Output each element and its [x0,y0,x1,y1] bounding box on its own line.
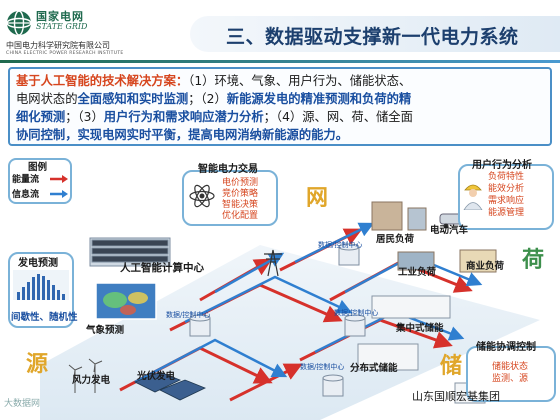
user-analysis-item-1: 负荷特性 [488,172,525,182]
solution-text-box: 基于人工智能的技术解决方案：（1）环境、气象、用户行为、储能状态、 电网状态的全… [8,67,552,146]
engineer-icon [463,184,483,210]
point-4-highlight: 协同控制，实现电网实时平衡，提高电网消纳新能源的能力。 [16,128,349,142]
gen-forecast-title: 发电预测 [18,258,58,269]
trading-title: 智能电力交易 [198,164,258,175]
user-analysis-item-2: 能效分析 [488,184,525,194]
storage-control-item-1: 储能状态 [492,362,529,372]
legend-info-arrow-icon [50,190,68,198]
user-analysis-item-3: 需求响应 [488,196,525,206]
state-grid-logo-icon [6,10,32,36]
source-char: 源 [26,351,49,377]
weather-label: 气象预测 [86,325,125,336]
forecast-curve-icon [13,270,69,300]
page-title: 三、数据驱动支撑新一代电力系统 [226,26,519,48]
data-center-label-3: 数据/控制中心 [334,309,379,317]
legend-energy-arrow-icon [50,175,68,183]
ev-label: 电动汽车 [430,225,469,236]
logo-text-en: STATE GRID [36,22,88,31]
header: 国家电网 STATE GRID 中国电力科学研究院有限公司 CHINA ELEC… [0,0,560,63]
title-band [190,16,560,52]
load-char: 荷 [522,247,545,273]
gen-forecast-footer: 间歇性、随机性 [11,312,78,323]
weather-map-image [95,282,157,320]
trading-item-4: 优化配置 [222,211,259,221]
trading-item-1: 电价预测 [222,178,259,188]
load-buildings [371,201,497,273]
point-4-prefix: ；（4）源、网、荷、储全面 [263,110,413,124]
commerce-label: 商业负荷 [466,261,505,272]
server-racks [89,237,171,267]
storage-char: 储 [440,353,463,379]
legend-info-label: 信息流 [12,190,40,200]
user-analysis-title: 用户行为分析 [472,160,532,171]
legend-title: 图例 [28,162,48,173]
solar-label: 光伏发电 [137,371,176,382]
ai-center-label: 人工智能计算中心 [120,262,204,274]
storage-control-item-2: 监测、源 [492,374,529,384]
point-3-prefix: ；（3） [65,110,104,124]
flow-network [40,201,540,420]
watermark-left: 大数据网 [4,399,41,409]
legend-panel [8,158,72,204]
solar-panel-icons [134,371,206,401]
watermark-right: 山东国顺宏基集团 [412,390,500,403]
point-2-highlight-b: 细化预测 [16,110,66,124]
point-2-highlight-a: 新能源发电的精准预测和负荷的精 [226,92,412,106]
centralized-storage-label: 集中式储能 [396,323,444,334]
point-1-intro: （1）环境、气象、用户行为、储能状态、 [188,74,412,88]
distributed-storage-label: 分布式储能 [350,363,398,374]
institute-name-cn: 中国电力科学研究院有限公司 [6,41,110,50]
header-divider [0,60,560,63]
storage-buildings [357,295,486,404]
point-3-highlight: 用户行为和需求响应潜力分析 [103,110,264,124]
logo-text-cn: 国家电网 [36,10,84,23]
data-center-label-1: 数据/控制中心 [318,241,363,249]
wind-turbine-icons [68,358,103,393]
industry-label: 工业负荷 [398,267,437,278]
solution-lead: 基于人工智能的技术解决方案： [16,74,189,88]
point-1-prefix: 电网状态的 [16,92,78,106]
point-2-prefix: ；（2） [188,92,227,106]
transmission-tower-icon [264,249,282,277]
trading-item-2: 竞价策略 [222,189,259,199]
legend-energy-label: 能量流 [12,175,40,185]
user-analysis-panel [458,164,554,230]
institute-name-en: CHINA ELECTRIC POWER RESEARCH INSTITUTE [6,51,124,56]
data-center-cylinders [189,243,366,397]
resident-label: 居民负荷 [376,234,415,245]
atom-icon [189,184,215,208]
storage-control-title: 储能协调控制 [476,342,536,353]
data-center-label-4: 数据/控制中心 [300,363,345,371]
point-1-highlight: 全面感知和实时监测 [77,92,189,106]
storage-control-panel [466,346,556,402]
grid-char: 网 [306,185,329,211]
user-analysis-item-4: 能源管理 [488,208,525,218]
data-center-label-2: 数据/控制中心 [166,311,211,319]
trading-item-3: 智能决策 [222,200,259,210]
power-system-diagram: 图例 能量流 信息流 智能电力交易 电价预测 竞价策略 智能决策 优化配置 用户… [0,150,560,420]
wind-label: 风力发电 [72,375,111,386]
